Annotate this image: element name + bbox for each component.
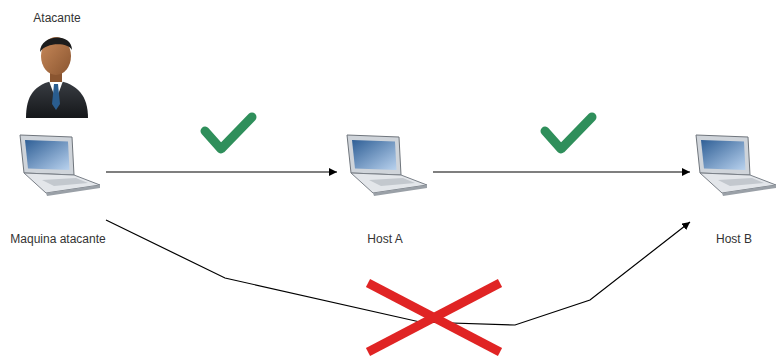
laptop-icon bbox=[14, 133, 102, 197]
host-node: Host A bbox=[337, 133, 433, 248]
host-label: Maquina atacante bbox=[10, 231, 106, 248]
attacker-person bbox=[26, 37, 88, 118]
check-mark bbox=[205, 117, 252, 149]
cross-mark bbox=[368, 283, 500, 352]
laptop-icon bbox=[690, 133, 778, 197]
host-node: Host B bbox=[690, 133, 778, 248]
arrow-connector bbox=[106, 220, 690, 325]
host-label: Host B bbox=[690, 231, 778, 248]
arrow-connector bbox=[433, 171, 690, 172]
host-label: Host A bbox=[337, 231, 433, 248]
host-node: Maquina atacante bbox=[10, 133, 106, 248]
arrow-connector bbox=[106, 171, 337, 172]
laptop-icon bbox=[341, 133, 429, 197]
actor-label: Atacante bbox=[33, 11, 80, 25]
check-mark bbox=[545, 117, 592, 149]
